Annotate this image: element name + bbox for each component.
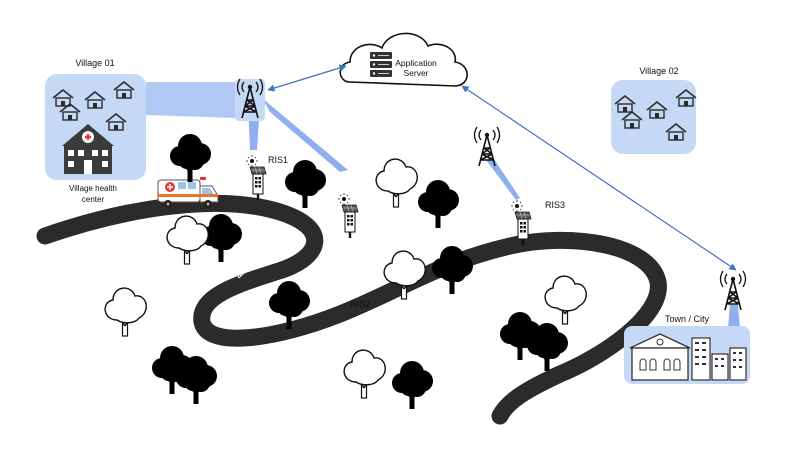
beam-tower-to-town <box>728 305 740 328</box>
link-arrow-tower-server <box>267 64 347 92</box>
health-center-label-2: center <box>82 195 105 204</box>
tree-4 <box>416 178 461 230</box>
ris2-unit <box>337 192 359 239</box>
link-arrow-server-town <box>461 85 737 271</box>
tree-outline-5 <box>544 275 587 325</box>
tree-11 <box>390 359 435 411</box>
beam-tower-to-village1 <box>146 82 236 118</box>
tree-2 <box>283 158 328 210</box>
tree-outline-1 <box>375 158 418 208</box>
server-label-2: Server <box>403 68 428 78</box>
tree-outline-4 <box>104 287 147 337</box>
tree-outline-6 <box>343 349 386 399</box>
ris3-label: RIS3 <box>545 200 565 210</box>
application-server-cloud: Application Server <box>339 32 468 87</box>
village2-label: Village 02 <box>639 66 678 76</box>
health-center-label-1: Village health <box>69 184 117 193</box>
village2-panel <box>611 80 696 154</box>
ambulance-icon <box>157 177 219 208</box>
beam-tower-to-ris3 <box>486 156 520 200</box>
ris1-label: RIS1 <box>268 155 288 165</box>
ris1-unit <box>245 154 267 201</box>
server-label-1: Application <box>395 58 437 68</box>
server-icon <box>370 52 392 77</box>
tree-1 <box>168 132 213 184</box>
tower-icon-town <box>719 270 747 311</box>
town-buildings <box>629 333 747 381</box>
road <box>36 194 667 425</box>
village1-label: Village 01 <box>75 58 114 68</box>
village-health-center-building <box>62 124 114 174</box>
beam-tower-to-ris2 <box>262 98 348 172</box>
tower-icon-ris3 <box>473 126 501 167</box>
town-label: Town / City <box>665 314 710 324</box>
tree-outline-2 <box>166 215 209 265</box>
ris2-label: RIS2 <box>350 299 370 309</box>
